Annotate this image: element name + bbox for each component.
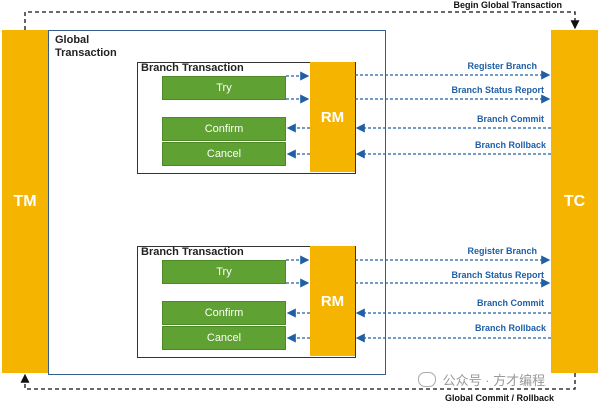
confirm-box-1: Confirm — [162, 117, 286, 141]
cancel-label-2: Cancel — [206, 332, 242, 344]
try-box-2: Try — [162, 260, 286, 284]
tm-label: TM — [13, 192, 37, 210]
register-branch-label-2: Register Branch — [467, 246, 537, 256]
global-title-line1: Global — [55, 34, 90, 46]
branch-commit-label-2: Branch Commit — [476, 298, 544, 308]
begin-global-transaction-label: Begin Global Transaction — [453, 0, 562, 10]
tc-pillar: TC — [551, 30, 598, 373]
branch-title-2: Branch Transaction — [141, 246, 244, 258]
try-box-1: Try — [162, 76, 286, 100]
watermark: 公众号 · 方才编程 — [418, 370, 545, 389]
rm-label-1: RM — [320, 108, 345, 126]
try-label-2: Try — [216, 266, 232, 278]
branch-status-report-label-2: Branch Status Report — [451, 270, 544, 280]
wechat-icon — [418, 372, 436, 387]
branch-title-1: Branch Transaction — [141, 62, 244, 74]
rm-box-2: RM — [310, 246, 355, 356]
rm-label-2: RM — [320, 292, 345, 310]
rm-box-1: RM — [310, 62, 355, 172]
tc-label: TC — [563, 192, 586, 210]
global-transaction-title: Global Transaction — [55, 34, 117, 60]
branch-commit-label-1: Branch Commit — [476, 114, 544, 124]
cancel-label-1: Cancel — [206, 148, 242, 160]
try-label-1: Try — [216, 82, 232, 94]
confirm-label-1: Confirm — [204, 123, 244, 135]
global-title-line2: Transaction — [55, 47, 117, 59]
cancel-box-2: Cancel — [162, 326, 286, 350]
branch-rollback-label-2: Branch Rollback — [474, 323, 546, 333]
branch-status-report-label-1: Branch Status Report — [451, 85, 544, 95]
confirm-label-2: Confirm — [204, 307, 244, 319]
cancel-box-1: Cancel — [162, 142, 286, 166]
tm-pillar: TM — [2, 30, 48, 373]
register-branch-label-1: Register Branch — [467, 61, 537, 71]
watermark-text: 公众号 · 方才编程 — [442, 373, 546, 388]
branch-rollback-label-1: Branch Rollback — [474, 140, 546, 150]
global-commit-rollback-label: Global Commit / Rollback — [445, 393, 555, 403]
begin-global-transaction-arrow — [24, 11, 580, 30]
confirm-box-2: Confirm — [162, 301, 286, 325]
global-commit-rollback-arrow — [20, 373, 576, 390]
